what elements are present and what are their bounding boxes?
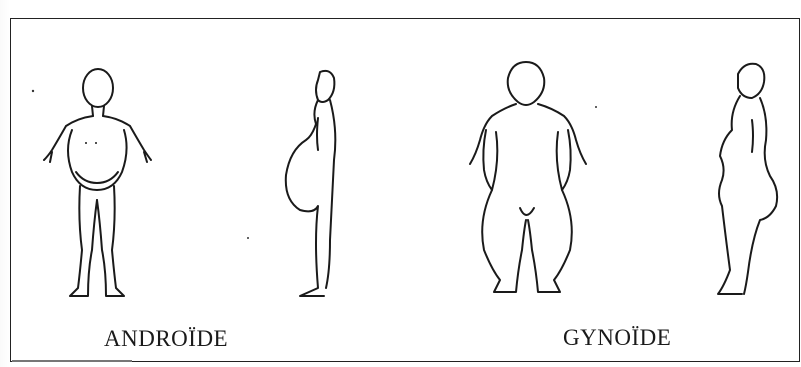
gynoid-front-head	[508, 62, 545, 105]
android-front-dot-left	[85, 142, 87, 144]
gynoid-side-head	[738, 64, 764, 98]
android-label: ANDROÏDE	[104, 326, 228, 352]
android-front-torso	[68, 130, 127, 190]
android-front-figure	[44, 69, 151, 296]
gynoid-side-figure	[718, 64, 777, 294]
scan-speck	[247, 237, 249, 239]
gynoid-side-arm	[752, 120, 753, 152]
android-side-arm	[317, 118, 318, 150]
scan-speck	[595, 106, 597, 108]
gynoid-label: GYNOÏDE	[563, 325, 671, 351]
gynoid-front-figure	[470, 62, 586, 292]
android-side-figure	[286, 71, 336, 296]
android-front-left-leg	[70, 186, 97, 296]
android-side-back	[326, 100, 335, 288]
gynoid-front-right-arm	[562, 130, 571, 190]
android-front-head	[83, 69, 113, 107]
gynoid-front-right-hip-leg	[528, 132, 572, 292]
gynoid-front-right-shoulder	[538, 104, 586, 164]
gynoid-front-left-shoulder	[470, 104, 516, 164]
gynoid-front-left-hip-leg	[482, 132, 526, 292]
android-front-dot-right	[95, 142, 97, 144]
android-side-head	[316, 71, 334, 102]
scan-speck	[32, 90, 34, 92]
android-side-front	[286, 100, 324, 296]
gynoid-front-crotch	[520, 208, 534, 215]
gynoid-front-left-arm	[483, 130, 492, 190]
android-front-belly	[76, 172, 118, 183]
android-front-right-leg	[97, 186, 124, 296]
gynoid-side-back	[744, 98, 777, 294]
gynoid-side-front	[718, 96, 742, 294]
